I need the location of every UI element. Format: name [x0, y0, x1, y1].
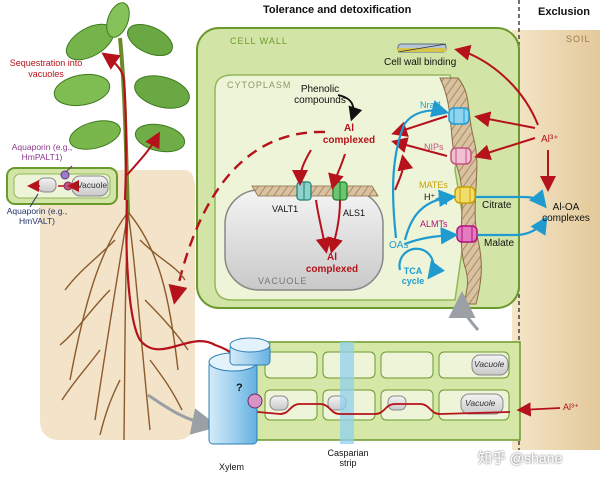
nips-label: NIPs	[424, 142, 444, 152]
watermark: 知乎 @shane	[478, 450, 563, 466]
zoom-arrow-root	[147, 393, 219, 435]
soil-region	[512, 30, 600, 450]
oas-label: OAs	[389, 240, 409, 251]
al-to-complex-arrow-1	[391, 115, 448, 137]
mates-label: MATEs	[419, 180, 448, 190]
malate-label: Malate	[484, 238, 515, 249]
almts-transporter	[456, 225, 478, 243]
als1-transporter	[332, 181, 348, 201]
tonoplast	[251, 185, 379, 197]
valt1-transporter	[296, 181, 312, 201]
cell-wall-binding-label: Cell wall binding	[384, 57, 457, 68]
al-to-als1-arrow	[328, 153, 346, 190]
cell-wall-binding-icon	[397, 43, 447, 53]
root-tissue	[237, 341, 561, 444]
nrat1-transporter	[448, 107, 470, 125]
valt1-to-vacuole-arrow	[315, 199, 332, 254]
almts-label: ALMTs	[420, 219, 448, 229]
vacuole-label: VACUOLE	[258, 276, 308, 286]
leaf-vacuole-label: Vacuole	[77, 180, 108, 190]
phenolic-arrow	[337, 94, 363, 122]
tca-label: TCA cycle	[401, 266, 425, 286]
al-complexed-vacuole: Al complexed	[305, 252, 359, 275]
als1-label: ALS1	[343, 208, 366, 218]
h-plus-label: H⁺	[424, 192, 436, 202]
malate-efflux-arrow	[478, 216, 548, 237]
cytoplasm-label: CYTOPLASM	[227, 80, 292, 90]
xylem-label: Xylem	[219, 462, 245, 472]
aquaporin-bottom-label: Aquaporin (e.g., HmVALT)	[6, 206, 68, 226]
al-wall-binding-arrow	[454, 44, 539, 126]
nips-transporter	[450, 147, 472, 165]
aquaporin-top-leader	[65, 165, 73, 173]
oa-to-almts-arrow	[404, 226, 459, 246]
als1-to-vacuole-arrow	[327, 199, 343, 254]
leaf-cell-inset	[6, 167, 118, 205]
aquaporin-bottom-leader	[29, 193, 39, 208]
header-exclusion: Exclusion	[538, 6, 590, 18]
complex-link-arrow	[394, 154, 414, 191]
root-vacuole-top-label: Vacuole	[474, 359, 505, 369]
zoom-arrow-cell	[448, 291, 480, 331]
nrat1-label: Nrat1	[420, 100, 443, 110]
header-tolerance: Tolerance and detoxification	[263, 4, 412, 16]
valt1-label: VALT1	[272, 204, 299, 214]
mates-transporter	[454, 186, 476, 204]
al-to-valt1-arrow	[292, 149, 312, 186]
oa-to-nrat1-arrow	[391, 100, 450, 239]
cell-wall-label: CELL WALL	[230, 36, 288, 46]
plant-illustration	[53, 2, 241, 441]
question-mark-label: ?	[236, 382, 243, 394]
al-uptake-arrow-2	[474, 137, 536, 161]
al-oa-complexes-label: Al-OA complexes	[542, 202, 590, 224]
tca-cycle-icon	[398, 247, 445, 280]
citrate-efflux-arrow	[476, 189, 547, 209]
root-vacuole-bottom-label: Vacuole	[465, 398, 496, 408]
casparian-label: Casparian strip	[327, 448, 369, 468]
aquaporin-top-label: Aquaporin (e.g., HmPALT1)	[11, 142, 73, 162]
al-complexed-top: Al complexed	[322, 123, 376, 146]
sequestration-label: Sequestration into vacuoles	[9, 58, 83, 79]
al-to-complex-arrow-2	[391, 137, 448, 157]
root-al3-label: Al³⁺	[563, 402, 579, 412]
phenolic-label: Phenolic compounds	[294, 84, 346, 106]
al3-soil-label: Al³⁺	[541, 134, 559, 145]
long-distance-transport-arrow	[168, 130, 326, 305]
root-zone-background	[40, 170, 195, 440]
citrate-label: Citrate	[482, 200, 512, 211]
plasma-membrane	[439, 77, 482, 305]
xylem-vessel	[208, 337, 271, 445]
al-uptake-arrow-1	[474, 111, 536, 129]
soil-label: SOIL	[566, 34, 591, 44]
